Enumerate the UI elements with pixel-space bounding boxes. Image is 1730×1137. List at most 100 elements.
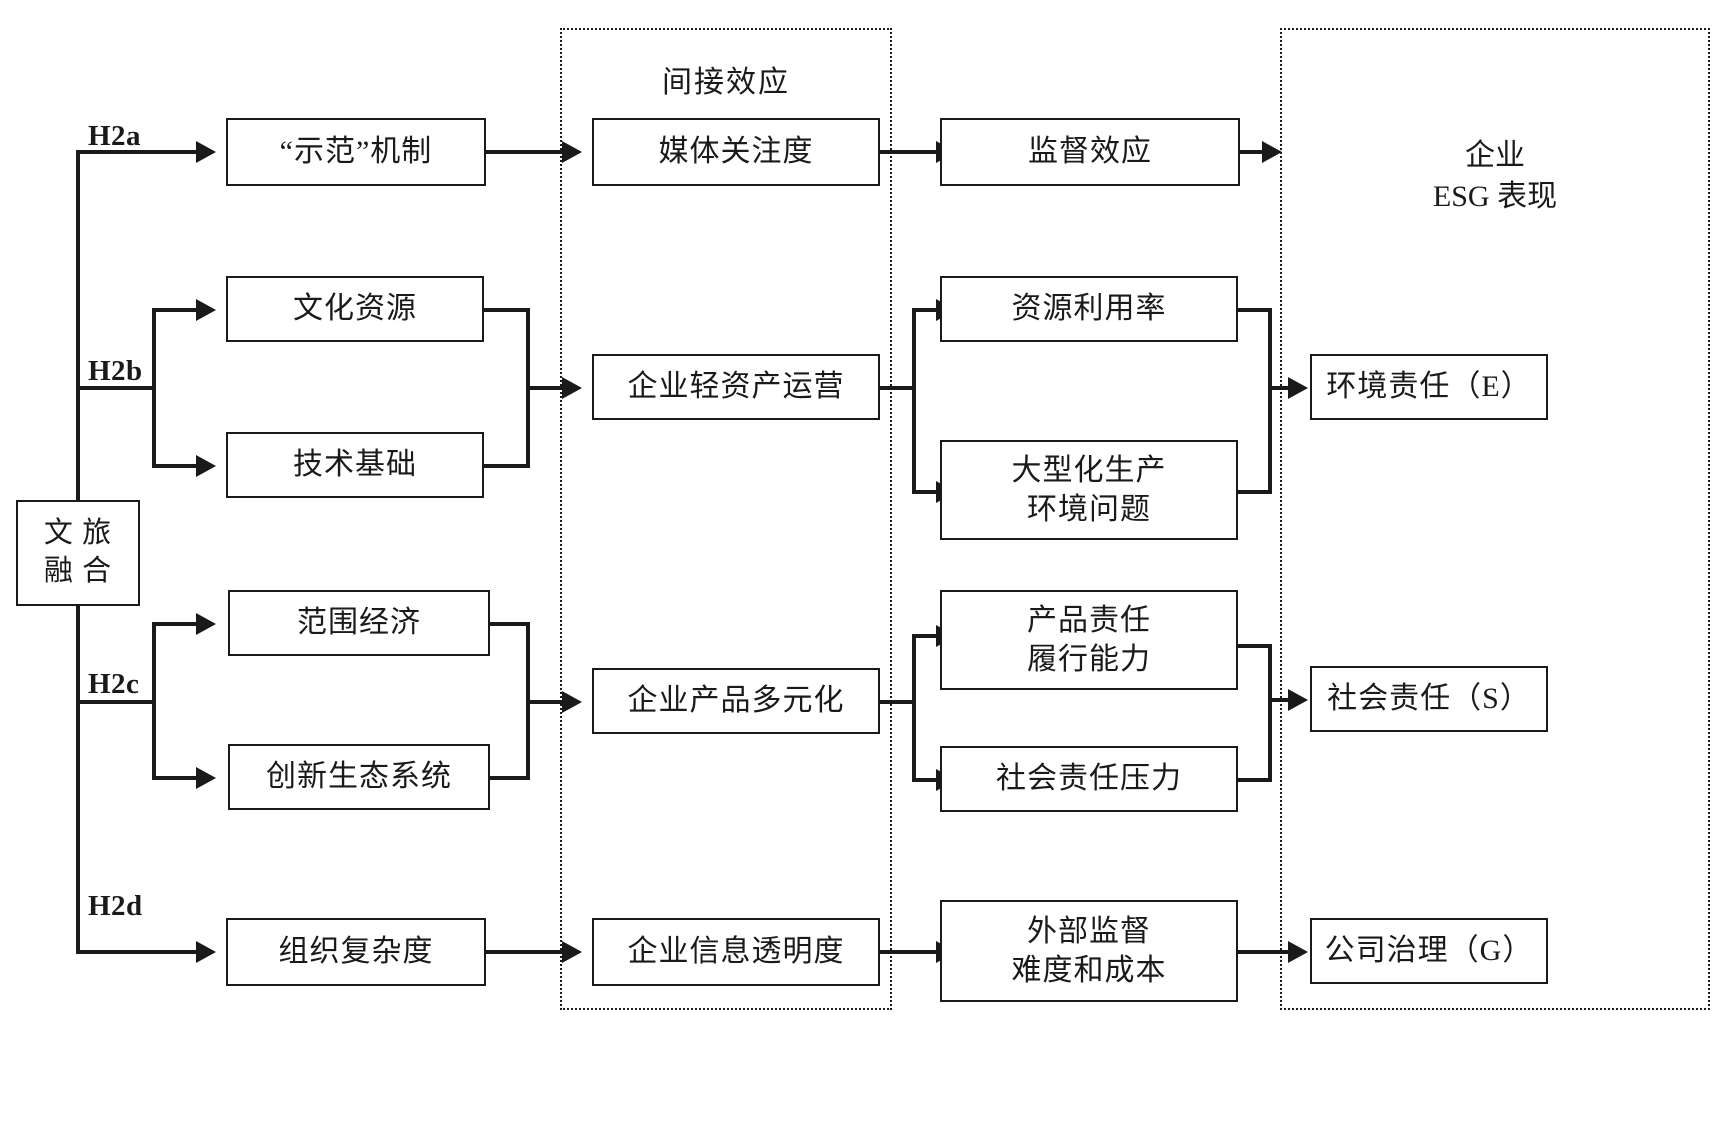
node-demonstration-mechanism[interactable]: “示范”机制 — [226, 118, 486, 186]
hypothesis-label-h2c: H2c — [88, 668, 140, 700]
conn-h2b-to-cultural — [152, 308, 196, 312]
node-organizational-complexity[interactable]: 组织复杂度 — [226, 918, 486, 986]
conn-lightasset-out — [880, 386, 916, 390]
arrow-demo-to-media — [562, 141, 582, 163]
arrow-merge-to-social — [1288, 689, 1308, 711]
conn-merge-to-diversification — [526, 700, 562, 704]
group-indirect-effect — [560, 28, 892, 1010]
node-innovation-ecosystem[interactable]: 创新生态系统 — [228, 744, 490, 810]
node-resource-utilization[interactable]: 资源利用率 — [940, 276, 1238, 342]
conn-h2b-to-tech — [152, 464, 196, 468]
conn-merge-to-lightasset — [526, 386, 562, 390]
conn-transparency-to-externalmonitor — [880, 950, 936, 954]
node-label: 大型化生产 环境问题 — [1011, 454, 1167, 526]
node-supervision-effect[interactable]: 监督效应 — [940, 118, 1240, 186]
conn-diversification-out — [880, 700, 916, 704]
group-esg-performance-label: 企业 ESG 表现 — [1432, 139, 1558, 213]
arrow-h2b-to-tech — [196, 455, 216, 477]
node-label: 媒体关注度 — [658, 134, 814, 168]
node-label: 企业轻资产运营 — [627, 369, 845, 403]
node-label: 社会责任压力 — [996, 761, 1182, 795]
conn-env-merge-vertical — [1268, 308, 1272, 492]
conn-scope-merge — [490, 622, 530, 626]
conn-productduty-merge — [1238, 644, 1272, 648]
node-label: 外部监督 难度和成本 — [1011, 915, 1167, 987]
conn-diversification-split-vertical — [912, 634, 916, 782]
node-label: 创新生态系统 — [266, 759, 452, 793]
node-label: 监督效应 — [1028, 134, 1152, 168]
node-cultural-tourism-integration[interactable]: 文 旅 融 合 — [16, 500, 140, 606]
spine-upper — [76, 150, 80, 502]
node-product-responsibility-capability[interactable]: 产品责任 履行能力 — [940, 590, 1238, 690]
arrow-externalmonitor-to-governance — [1288, 941, 1308, 963]
arrow-merge-to-diversification — [562, 691, 582, 713]
node-corporate-governance[interactable]: 公司治理（G） — [1310, 918, 1548, 984]
conn-cultural-merge — [484, 308, 530, 312]
conn-h2c-stem — [76, 700, 154, 704]
conn-h2b-stem — [76, 386, 154, 390]
node-label: 组织复杂度 — [278, 934, 434, 968]
node-label: “示范”机制 — [279, 134, 433, 168]
node-label: 技术基础 — [293, 447, 417, 481]
conn-externalmonitor-to-governance — [1238, 950, 1298, 954]
node-label: 文化资源 — [293, 291, 417, 325]
node-technology-foundation[interactable]: 技术基础 — [226, 432, 484, 498]
conn-resource-merge — [1238, 308, 1272, 312]
conn-h2d-stem — [76, 950, 196, 954]
conn-lightasset-split-vertical — [912, 308, 916, 494]
conn-socialpressure-merge — [1238, 778, 1272, 782]
node-information-transparency[interactable]: 企业信息透明度 — [592, 918, 880, 986]
arrow-orgcomplexity-to-transparency — [562, 941, 582, 963]
node-light-asset-operation[interactable]: 企业轻资产运营 — [592, 354, 880, 420]
arrow-h2b-to-cultural — [196, 299, 216, 321]
arrow-merge-to-lightasset — [562, 377, 582, 399]
conn-h2b-fork — [152, 308, 156, 468]
conn-social-merge-vertical — [1268, 644, 1272, 780]
conn-split-to-resource — [912, 308, 936, 312]
arrow-h2a-to-demo — [196, 141, 216, 163]
hypothesis-label-h2b: H2b — [88, 355, 143, 387]
arrow-h2d-to-orgcomplexity — [196, 941, 216, 963]
node-label: 文 旅 融 合 — [43, 517, 113, 587]
arrow-merge-to-env — [1288, 377, 1308, 399]
conn-h2c-fork — [152, 622, 156, 780]
node-cultural-resource[interactable]: 文化资源 — [226, 276, 484, 342]
node-media-attention[interactable]: 媒体关注度 — [592, 118, 880, 186]
node-external-supervision-cost[interactable]: 外部监督 难度和成本 — [940, 900, 1238, 1002]
node-social-responsibility-pressure[interactable]: 社会责任压力 — [940, 746, 1238, 812]
node-label: 资源利用率 — [1011, 291, 1167, 325]
group-esg-performance — [1280, 28, 1710, 1010]
node-label: 社会责任（S） — [1327, 681, 1531, 715]
conn-h2c-to-scope — [152, 622, 196, 626]
node-product-diversification[interactable]: 企业产品多元化 — [592, 668, 880, 734]
conn-merge-to-social — [1268, 698, 1298, 702]
node-social-responsibility[interactable]: 社会责任（S） — [1310, 666, 1548, 732]
node-scope-economy[interactable]: 范围经济 — [228, 590, 490, 656]
conn-supervision-to-esg — [1240, 150, 1278, 154]
conn-merge-to-env — [1268, 386, 1298, 390]
conn-largescale-merge — [1238, 490, 1272, 494]
spine-lower — [76, 604, 80, 954]
hypothesis-label-h2d: H2d — [88, 890, 143, 922]
arrow-supervision-to-esg — [1262, 141, 1282, 163]
node-label: 范围经济 — [297, 605, 421, 639]
conn-media-to-supervision — [880, 150, 936, 154]
conn-orgcomplexity-to-transparency — [486, 950, 562, 954]
arrow-h2c-to-scope — [196, 613, 216, 635]
conn-split-to-largescale — [912, 490, 936, 494]
node-environmental-responsibility[interactable]: 环境责任（E） — [1310, 354, 1548, 420]
conn-split-to-productduty — [912, 634, 936, 638]
group-indirect-effect-label: 间接效应 — [662, 66, 790, 99]
conn-split-to-socialpressure — [912, 778, 936, 782]
arrow-h2c-to-innovation — [196, 767, 216, 789]
conn-demo-to-media — [486, 150, 562, 154]
node-label: 产品责任 履行能力 — [1027, 604, 1151, 676]
node-large-scale-environment-problem[interactable]: 大型化生产 环境问题 — [940, 440, 1238, 540]
hypothesis-label-h2a: H2a — [88, 120, 142, 152]
node-label: 企业产品多元化 — [627, 683, 845, 717]
conn-h2c-to-innovation — [152, 776, 196, 780]
node-label: 企业信息透明度 — [627, 934, 845, 968]
node-label: 环境责任（E） — [1326, 369, 1532, 403]
conn-tech-merge — [484, 464, 530, 468]
